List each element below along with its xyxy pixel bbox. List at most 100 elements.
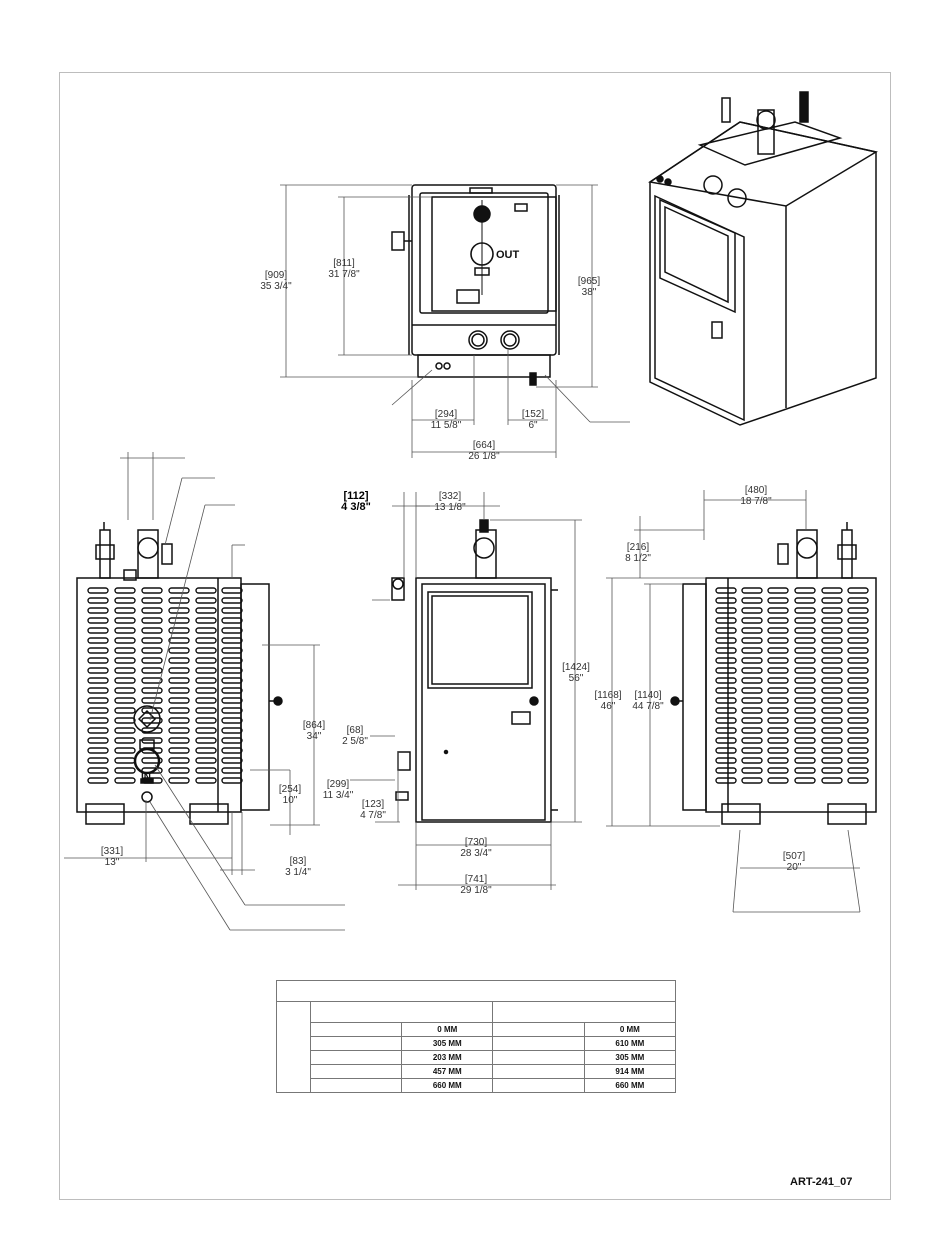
- left-side-view: [76, 522, 283, 825]
- vent-slot: [715, 607, 737, 614]
- dim-507: [507]20": [782, 851, 806, 873]
- vent-slot: [195, 697, 217, 704]
- vent-slot: [847, 767, 869, 774]
- isometric-view: [648, 91, 879, 426]
- vent-slot: [767, 667, 789, 674]
- vent-slot: [87, 667, 109, 674]
- vent-slot: [221, 647, 243, 654]
- vent-slot: [821, 597, 843, 604]
- vent-slot: [715, 687, 737, 694]
- vent-slot: [87, 777, 109, 784]
- vent-slot: [141, 767, 163, 774]
- vent-slot: [87, 687, 109, 694]
- dim-664: [664]26 1/8": [468, 440, 500, 462]
- vent-slot: [87, 767, 109, 774]
- vent-slot: [168, 777, 190, 784]
- table-group-left: [309, 1001, 494, 1023]
- vent-slot: [141, 737, 163, 744]
- vent-slot: [794, 697, 816, 704]
- vent-slot: [221, 707, 243, 714]
- vent-slot: [168, 737, 190, 744]
- vent-slot: [741, 697, 763, 704]
- vent-slot: [114, 717, 136, 724]
- vent-slot: [141, 637, 163, 644]
- vent-slot: [114, 637, 136, 644]
- vent-slot: [847, 777, 869, 784]
- vent-slot: [114, 757, 136, 764]
- vent-slot: [141, 687, 163, 694]
- vent-slot: [715, 587, 737, 594]
- left-view-dimension-lines: [64, 452, 345, 931]
- dim-332: [332]13 1/8": [434, 491, 466, 513]
- vent-slot: [767, 757, 789, 764]
- vent-slot: [767, 587, 789, 594]
- vent-slot: [221, 677, 243, 684]
- vent-slot: [221, 617, 243, 624]
- vent-slot: [767, 767, 789, 774]
- top-view: [391, 184, 560, 386]
- dim-83: [83]3 1/4": [285, 856, 311, 878]
- vent-slot: [114, 587, 136, 594]
- vent-slot: [821, 697, 843, 704]
- vent-slot: [794, 607, 816, 614]
- vent-slot: [847, 677, 869, 684]
- vent-slot: [221, 607, 243, 614]
- vent-slot: [794, 777, 816, 784]
- vent-slot: [141, 607, 163, 614]
- dim-811: [811]31 7/8": [328, 258, 360, 280]
- vent-slot: [794, 757, 816, 764]
- vent-slot: [767, 747, 789, 754]
- vent-slot: [87, 617, 109, 624]
- vent-slot: [87, 717, 109, 724]
- vent-slot: [794, 767, 816, 774]
- vent-slot: [195, 627, 217, 634]
- vent-slot: [87, 587, 109, 594]
- vent-slot: [114, 727, 136, 734]
- vent-slot: [715, 647, 737, 654]
- vent-slot: [715, 617, 737, 624]
- out-label: OUT: [496, 249, 520, 261]
- vent-slot: [168, 647, 190, 654]
- vent-slot: [741, 777, 763, 784]
- vent-slot: [168, 677, 190, 684]
- dim-730: [730]28 3/4": [460, 837, 492, 859]
- dim-68: [68]2 5/8": [342, 725, 368, 747]
- vent-slot: [87, 757, 109, 764]
- vent-slot: [221, 717, 243, 724]
- table-label-column: [276, 1001, 311, 1093]
- vent-slot: [847, 747, 869, 754]
- vent-slot: [114, 707, 136, 714]
- vent-slot: [741, 627, 763, 634]
- vent-slot: [847, 707, 869, 714]
- vent-slot: [195, 667, 217, 674]
- vent-slot: [847, 587, 869, 594]
- vent-slot: [168, 767, 190, 774]
- vent-slot: [847, 737, 869, 744]
- vent-slot: [741, 617, 763, 624]
- vent-slot: [715, 767, 737, 774]
- vent-slot: [141, 777, 163, 784]
- vent-slot: [221, 737, 243, 744]
- vent-slot: [141, 587, 163, 594]
- vent-slot: [141, 697, 163, 704]
- vent-slot: [715, 727, 737, 734]
- in-label: IN: [141, 772, 151, 783]
- vent-slot: [114, 697, 136, 704]
- vent-slot: [847, 627, 869, 634]
- vent-slot: [114, 667, 136, 674]
- vent-slot: [141, 657, 163, 664]
- outlet-circle-icon: [470, 242, 494, 266]
- vent-slot: [168, 727, 190, 734]
- vent-slot: [114, 647, 136, 654]
- vent-slot: [715, 627, 737, 634]
- vent-slot: [821, 667, 843, 674]
- vent-slot: [847, 637, 869, 644]
- vent-slot: [87, 657, 109, 664]
- vent-slot: [715, 637, 737, 644]
- vent-slot: [767, 707, 789, 714]
- vent-slot: [794, 627, 816, 634]
- vent-slot: [715, 657, 737, 664]
